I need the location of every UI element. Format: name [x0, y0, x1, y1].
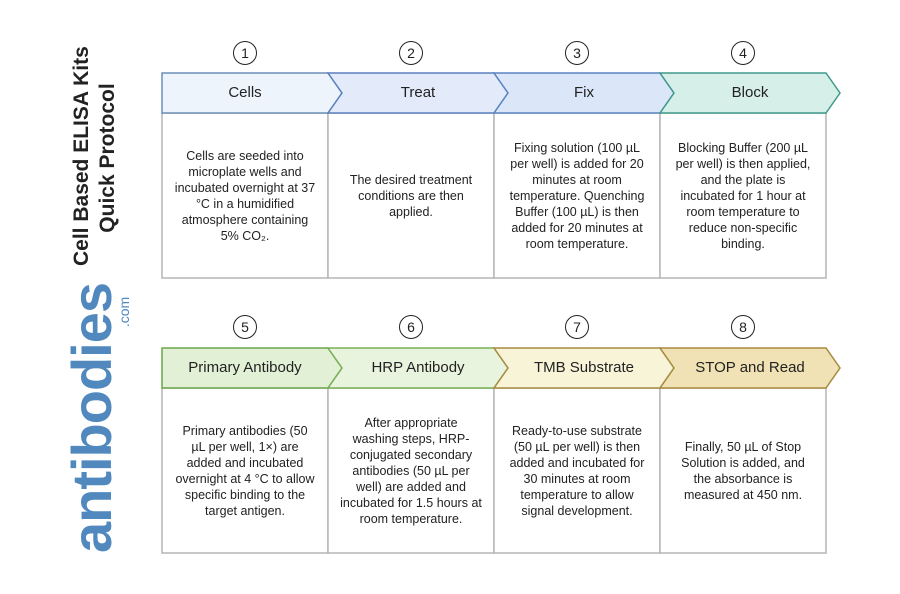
step-box [161, 112, 329, 279]
step-description: Finally, 50 µL of Stop Solution is added… [681, 439, 805, 502]
step-label: Treat [400, 84, 436, 101]
step-label: Primary Antibody [188, 359, 302, 376]
step-label: Block [731, 84, 769, 101]
step-description: Ready-to-use substrate (50 µL per well) … [509, 423, 645, 518]
step-label: Cells [228, 84, 262, 101]
step-box [493, 387, 661, 554]
step-label: TMB Substrate [533, 359, 635, 376]
step-number: 7 [565, 315, 589, 339]
step-label: STOP and Read [695, 359, 805, 376]
step-box [327, 112, 495, 279]
step-description: Cells are seeded into microplate wells a… [174, 148, 316, 243]
step-number: 4 [731, 41, 755, 65]
step-box [659, 112, 827, 279]
step-description: Blocking Buffer (200 µL per well) is the… [675, 140, 811, 251]
step-description: Fixing solution (100 µL per well) is add… [509, 140, 645, 251]
step-number: 8 [731, 315, 755, 339]
step-number: 6 [399, 315, 423, 339]
step-label: Fix [574, 84, 594, 101]
step-number: 3 [565, 41, 589, 65]
step-label: HRP Antibody [371, 359, 465, 376]
step-arrow [658, 347, 841, 389]
step-number: 1 [233, 41, 257, 65]
step-number: 5 [233, 315, 257, 339]
step-box [161, 387, 329, 554]
step-description: The desired treatment conditions are the… [349, 172, 473, 219]
step-description: Primary antibodies (50 µL per well, 1×) … [175, 423, 315, 518]
step-description: After appropriate washing steps, HRP-con… [340, 415, 482, 526]
step-arrow [658, 72, 841, 114]
step-box [327, 387, 495, 554]
step-number: 2 [399, 41, 423, 65]
